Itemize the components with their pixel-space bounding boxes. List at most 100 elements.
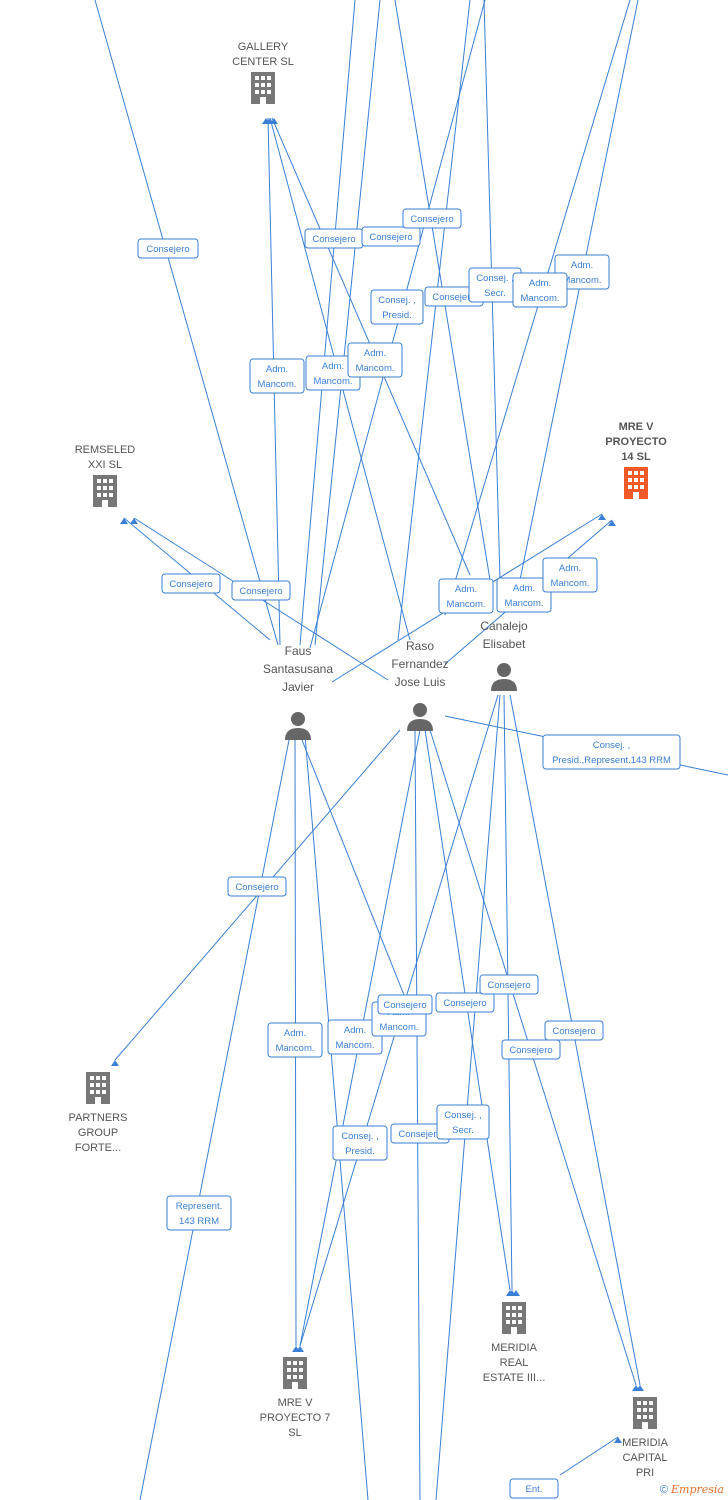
relation-label[interactable]: Consejero (501, 1039, 561, 1060)
relation-label[interactable]: Consej. ,Secr. (436, 1104, 490, 1140)
relation-label-text: Mancom. (275, 1043, 314, 1054)
company-node-gallery-center[interactable]: GALLERY CENTER SL (222, 40, 304, 111)
building-icon (502, 1302, 526, 1334)
relation-label-text: Mancom. (520, 293, 559, 304)
person-node-faus[interactable]: Faus Santasusana Javier (252, 642, 344, 747)
relation-label[interactable]: Consejero (231, 580, 291, 601)
relation-label[interactable]: Consejero (544, 1020, 604, 1041)
relation-label-box (227, 876, 287, 897)
company-node-meridia-real-estate[interactable]: MERIDIA REAL ESTATE III... (472, 1300, 556, 1386)
relation-label-text: Adm. (266, 364, 288, 375)
relation-label-text: Consejero (239, 586, 282, 597)
company-node-partners-group[interactable]: PARTNERS GROUP FORTE... (58, 1070, 138, 1156)
person-node-raso[interactable]: Raso Fernandez Jose Luis (374, 637, 466, 738)
relation-label-text: Consejero (398, 1129, 441, 1140)
relation-label[interactable]: Consej. ,Presid. (332, 1125, 388, 1161)
relation-label[interactable]: Represent.143 RRM (166, 1195, 232, 1231)
company-node-mre-v-proyecto-14[interactable]: MRE V PROYECTO 14 SL (595, 420, 677, 506)
relation-label-text: Adm. (364, 348, 386, 359)
relation-label[interactable]: Adm.Mancom. (347, 342, 403, 378)
relation-label[interactable]: Consejero (304, 228, 364, 249)
company-name: REMSELED XXI SL (74, 444, 136, 471)
company-node-mre-v-proyecto-7[interactable]: MRE V PROYECTO 7 SL (252, 1355, 338, 1441)
relation-label[interactable]: Consejero (377, 994, 433, 1015)
relation-label[interactable]: Consejero (402, 208, 462, 229)
relation-label[interactable]: Adm.Mancom. (554, 254, 610, 290)
arrowhead (598, 514, 606, 520)
relation-label-box (542, 557, 598, 593)
arrowhead (296, 1346, 304, 1352)
relation-label-text: Adm. (559, 563, 581, 574)
relation-label[interactable]: Adm.Mancom. (438, 578, 494, 614)
relation-label-text: Presid. (345, 1146, 375, 1157)
relation-label-box (496, 577, 552, 613)
relation-label-text: Adm. (344, 1025, 366, 1036)
relation-label[interactable]: Consejero (227, 876, 287, 897)
relation-label-text: 143 RRM (179, 1216, 219, 1227)
relation-label-box (332, 1125, 388, 1161)
company-name: MRE V PROYECTO 14 SL (605, 421, 667, 463)
relation-label-text: Consejero (383, 1000, 426, 1011)
relation-label-text: Consejero (169, 579, 212, 590)
relation-label-box (161, 573, 221, 594)
person-node-canalejo[interactable]: Canalejo Elisabet (462, 617, 546, 698)
arrowhead (608, 520, 616, 526)
person-icon (491, 663, 517, 691)
relation-label-text: Adm. (455, 584, 477, 595)
relation-label-text: Ent. (526, 1484, 543, 1495)
arrowhead (512, 1290, 520, 1296)
arrowhead (130, 518, 138, 524)
relation-edge (299, 0, 356, 646)
relation-label-box (361, 226, 421, 247)
relation-label-text: Consej. , (476, 273, 514, 284)
relation-label[interactable]: Adm.Mancom. (512, 272, 568, 308)
relation-label-text: Adm. (322, 361, 344, 372)
relation-label[interactable]: Adm. Mancom. (249, 358, 305, 394)
relation-label-text: Consejero (146, 244, 189, 255)
relation-label-box (509, 1478, 559, 1499)
relation-label[interactable]: Consej. ,Presid. (370, 289, 424, 325)
relation-label[interactable]: Consejero (361, 226, 421, 247)
relation-label-text: Consej. , (593, 740, 631, 751)
relation-label-box (512, 272, 568, 308)
relation-label-box (377, 994, 433, 1015)
relation-label-text: Adm. (284, 1028, 306, 1039)
relation-label[interactable]: Consejero (137, 238, 199, 259)
relation-label-text: Mancom. (379, 1022, 418, 1033)
relation-edge (414, 729, 421, 1500)
relation-label[interactable]: Adm. Mancom. (267, 1022, 323, 1058)
relation-label[interactable]: Adm.Mancom. (327, 1019, 383, 1055)
brand-name: Empresia (671, 1483, 724, 1496)
relation-edge (299, 734, 405, 996)
company-node-meridia-capital[interactable]: MERIDIA CAPITAL PRI (610, 1395, 680, 1481)
relation-label-box (370, 289, 424, 325)
arrowhead (614, 1437, 622, 1443)
relation-label-box (402, 208, 462, 229)
relation-label[interactable]: Ent. (509, 1478, 559, 1499)
relation-label[interactable]: Consej. ,Secr. (468, 267, 522, 303)
relation-label[interactable]: Adm.Mancom. (542, 557, 598, 593)
relation-label-text: Consejero (410, 214, 453, 225)
person-icon (285, 712, 311, 740)
relation-label[interactable]: Consej. , Presid.,Represent.143 RRM (542, 734, 681, 770)
relation-label-text: Presid. (382, 310, 412, 321)
company-node-remseled[interactable]: REMSELED XXI SL (65, 443, 145, 514)
relation-label-box (137, 238, 199, 259)
relation-label-box (436, 1104, 490, 1140)
relation-label[interactable]: Consejero (161, 573, 221, 594)
relation-label[interactable]: Consejero (479, 974, 539, 995)
company-name: MERIDIA REAL ESTATE III... (482, 1342, 546, 1384)
relation-edge (304, 734, 369, 1500)
relation-label[interactable]: Adm.Mancom. (496, 577, 552, 613)
building-icon (251, 72, 275, 104)
relation-label-text: Mancom. (257, 379, 296, 390)
relation-label[interactable]: Consejero (435, 992, 495, 1013)
company-name: MRE V PROYECTO 7 SL (259, 1397, 331, 1439)
person-name: Raso Fernandez Jose Luis (391, 639, 449, 689)
relation-label-text: Consejero (552, 1026, 595, 1037)
relation-edge (139, 734, 291, 1500)
relation-label-text: Secr. (452, 1125, 474, 1136)
relation-label-text: Presid.,Represent.143 RRM (552, 755, 671, 766)
